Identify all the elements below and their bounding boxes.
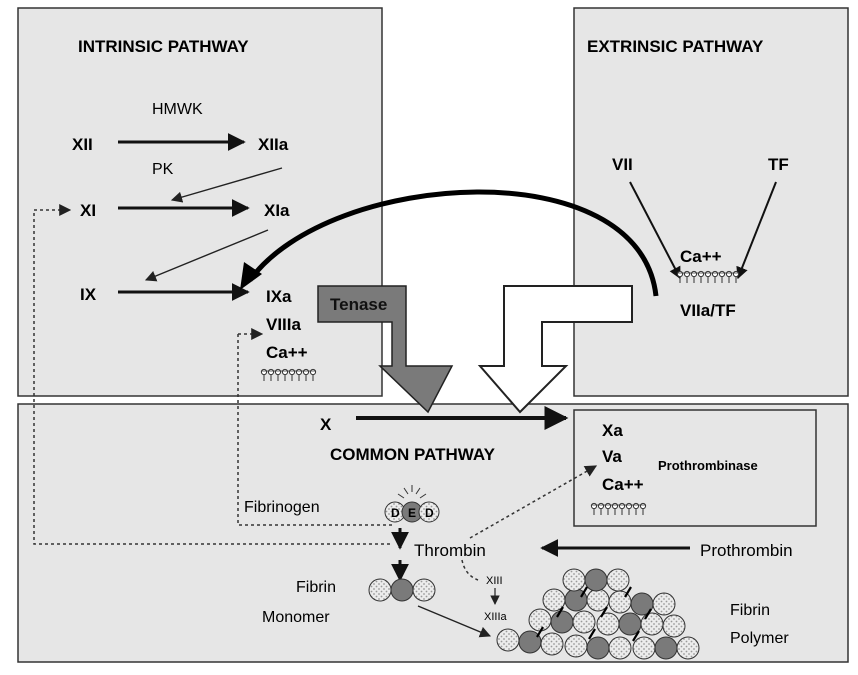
feedback-thrombin-to-va (469, 465, 598, 539)
crosslink-mark (588, 628, 596, 640)
crosslink-mark (644, 608, 652, 620)
factor-x: X (320, 415, 332, 434)
fibrin-polymer-bead (586, 636, 610, 660)
intrinsic-panel (17, 7, 383, 397)
factor-xiia: XIIa (258, 135, 289, 154)
crosslink-mark (632, 630, 640, 642)
crosslink-mark (536, 626, 544, 638)
crosslink-mark (580, 586, 588, 598)
arrow-xia-to-ix (144, 229, 269, 282)
fibrin-polymer-bead (640, 612, 664, 636)
fibrin-monomer-label-1: Fibrin (296, 579, 336, 596)
fibrin-polymer-bead (564, 634, 588, 658)
fibrin-polymer-bead (584, 568, 608, 592)
tenase-label: Tenase (330, 295, 387, 314)
factor-viia-tf: VIIa/TF (680, 301, 736, 320)
crosslink-mark (556, 606, 564, 618)
factor-xa: Xa (602, 421, 623, 440)
tissue-factor: TF (768, 155, 789, 174)
curved-arrow-head (240, 262, 262, 290)
fibrin-polymer-bead (572, 610, 596, 634)
extrinsic-title: EXTRINSIC PATHWAY (587, 37, 764, 56)
fibrin-polymer-bead (632, 636, 656, 660)
fibrinogen-label: Fibrinogen (244, 499, 320, 516)
factor-ixa: IXa (266, 287, 292, 306)
curved-arrow-viia-to-ixa (247, 189, 659, 297)
fibrin-polymer-bead (562, 568, 586, 592)
fibrin-polymer-label-2: Polymer (730, 630, 789, 647)
fibrin-polymer-bead (676, 636, 700, 660)
arrow-tf-to-complex (736, 181, 777, 280)
intrinsic-title: INTRINSIC PATHWAY (78, 37, 249, 56)
fibrin-polymer-bead (662, 614, 686, 638)
arrow-monomer-to-polymer (417, 605, 492, 638)
fibrin-monomer-icon (368, 578, 436, 602)
crosslink-mark (624, 586, 632, 598)
factor-xiii: XIII (486, 575, 503, 587)
fibrin-polymer-label-1: Fibrin (730, 602, 770, 619)
factor-xia: XIa (264, 201, 290, 220)
extrinsic-phospholipid-icon (676, 270, 740, 283)
fibrinogen-domain-d1: D (391, 506, 400, 520)
factor-vii: VII (612, 155, 633, 174)
hmwk-label: HMWK (152, 101, 203, 118)
feedback-thrombin-to-xiii (461, 559, 479, 581)
extrinsic-calcium: Ca++ (680, 247, 722, 266)
prothrombinase-label: Prothrombinase (658, 458, 758, 473)
arrow-vii-to-complex (629, 181, 681, 280)
intrinsic-phospholipid-icon (260, 368, 317, 381)
factor-ix: IX (80, 285, 97, 304)
factor-xi: XI (80, 201, 96, 220)
pk-label: PK (152, 161, 174, 178)
fibrin-polymer-bead (496, 628, 520, 652)
factor-xiiia: XIIIa (484, 611, 508, 623)
tenase-arrow (317, 285, 454, 414)
fibrin-polymer-bead (550, 610, 574, 634)
factor-xii: XII (72, 135, 93, 154)
fibrinogen-domain-e: E (408, 506, 416, 520)
extrinsic-panel (573, 7, 849, 397)
intrinsic-calcium: Ca++ (266, 343, 308, 362)
prothrombinase-phospholipid-icon (590, 502, 647, 515)
fibrin-polymer-bead (654, 636, 678, 660)
factor-viiia: VIIIa (266, 315, 302, 334)
feedback-thrombin-to-viiia (237, 334, 395, 526)
extrinsic-tenase-arrow (477, 285, 633, 414)
common-calcium: Ca++ (602, 475, 644, 494)
arrow-xiia-to-xi (170, 167, 283, 203)
common-title: COMMON PATHWAY (330, 445, 496, 464)
fibrin-polymer-bead (528, 608, 552, 632)
feedback-thrombin-to-xi (33, 204, 390, 545)
fibrin-polymer-bead (540, 632, 564, 656)
factor-va: Va (602, 447, 622, 466)
fibrin-polymer-bead (652, 592, 676, 616)
fibrin-polymer-bead (608, 636, 632, 660)
thrombin-label: Thrombin (414, 541, 486, 560)
fibrin-monomer-label-2: Monomer (262, 609, 330, 626)
fibrinogen-domain-d2: D (425, 506, 434, 520)
fibrin-polymer-icon (496, 568, 700, 660)
crosslink-mark (600, 606, 608, 618)
fibrinogen-molecule-icon: D E D (384, 485, 440, 523)
fibrin-polymer-bead (606, 568, 630, 592)
prothrombin-label: Prothrombin (700, 541, 793, 560)
